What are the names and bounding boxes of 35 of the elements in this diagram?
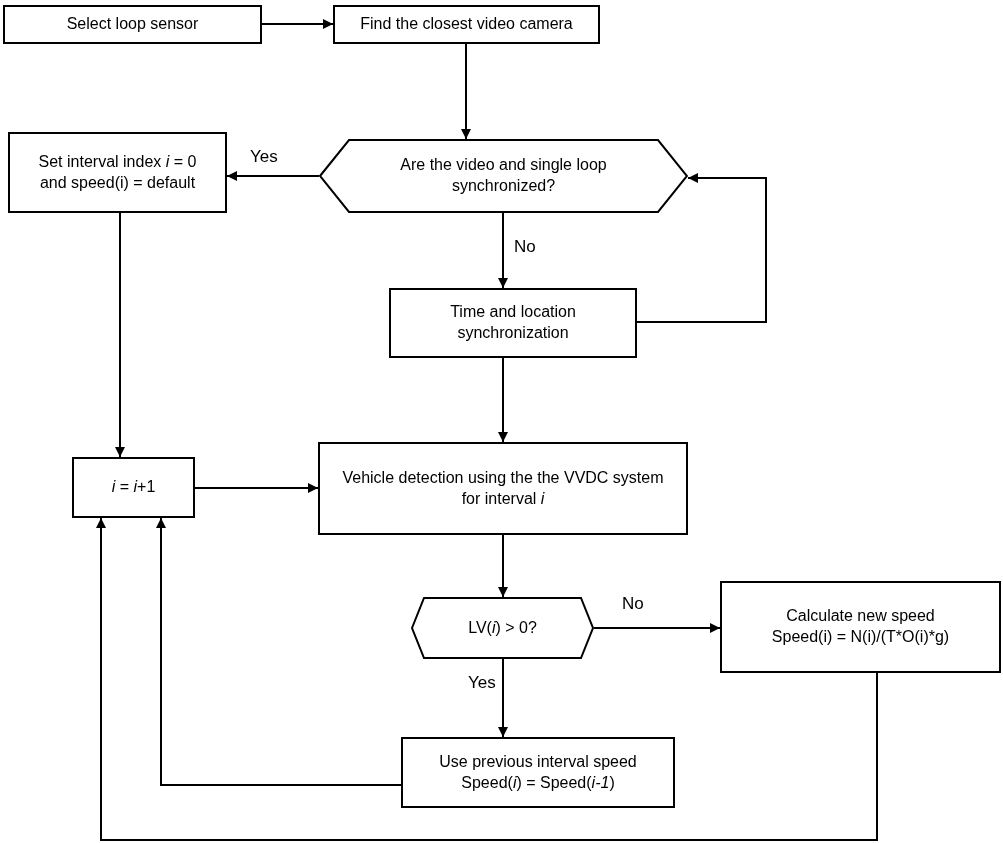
arrow	[156, 517, 402, 786]
arrow	[593, 623, 721, 633]
arrow	[498, 534, 508, 598]
arrow	[194, 483, 319, 493]
node-text: Speed(i) = Speed(i-1)	[460, 772, 616, 793]
arrow	[461, 43, 471, 140]
decision-hexagon	[319, 139, 688, 213]
arrow	[115, 212, 125, 458]
node-text: Find the closest video camera	[359, 14, 574, 35]
process-box	[720, 581, 1001, 673]
node-text: LV(i) > 0?	[467, 617, 538, 638]
process-box	[333, 5, 600, 44]
node-text: Set interval index i = 0 and speed(i) = default	[37, 151, 198, 193]
process-box	[8, 132, 227, 213]
node-text: Use previous interval speed	[438, 751, 638, 772]
node-text: Are the video and single loop synchronized?	[399, 155, 608, 196]
arrow	[636, 173, 767, 323]
node-text: i = i+1	[110, 477, 157, 498]
arrow	[498, 658, 508, 738]
decision-hexagon	[411, 597, 594, 659]
arrow	[498, 212, 508, 289]
process-box	[389, 288, 637, 358]
node-text: Time and location synchronization	[449, 302, 577, 343]
process-box	[401, 737, 675, 808]
node-text: Select loop sensor	[65, 14, 200, 35]
process-box	[3, 5, 262, 44]
node-text: Calculate new speed	[785, 606, 936, 627]
process-box	[72, 457, 195, 518]
arrow	[498, 357, 508, 443]
node-text: Vehicle detection using the the VVDC system for interval i	[341, 467, 665, 509]
node-text: Speed(i) = N(i)/(T*O(i)*g)	[770, 627, 951, 647]
process-box	[318, 442, 688, 535]
arrow	[96, 517, 878, 841]
arrow	[261, 19, 334, 29]
arrow	[226, 171, 320, 181]
